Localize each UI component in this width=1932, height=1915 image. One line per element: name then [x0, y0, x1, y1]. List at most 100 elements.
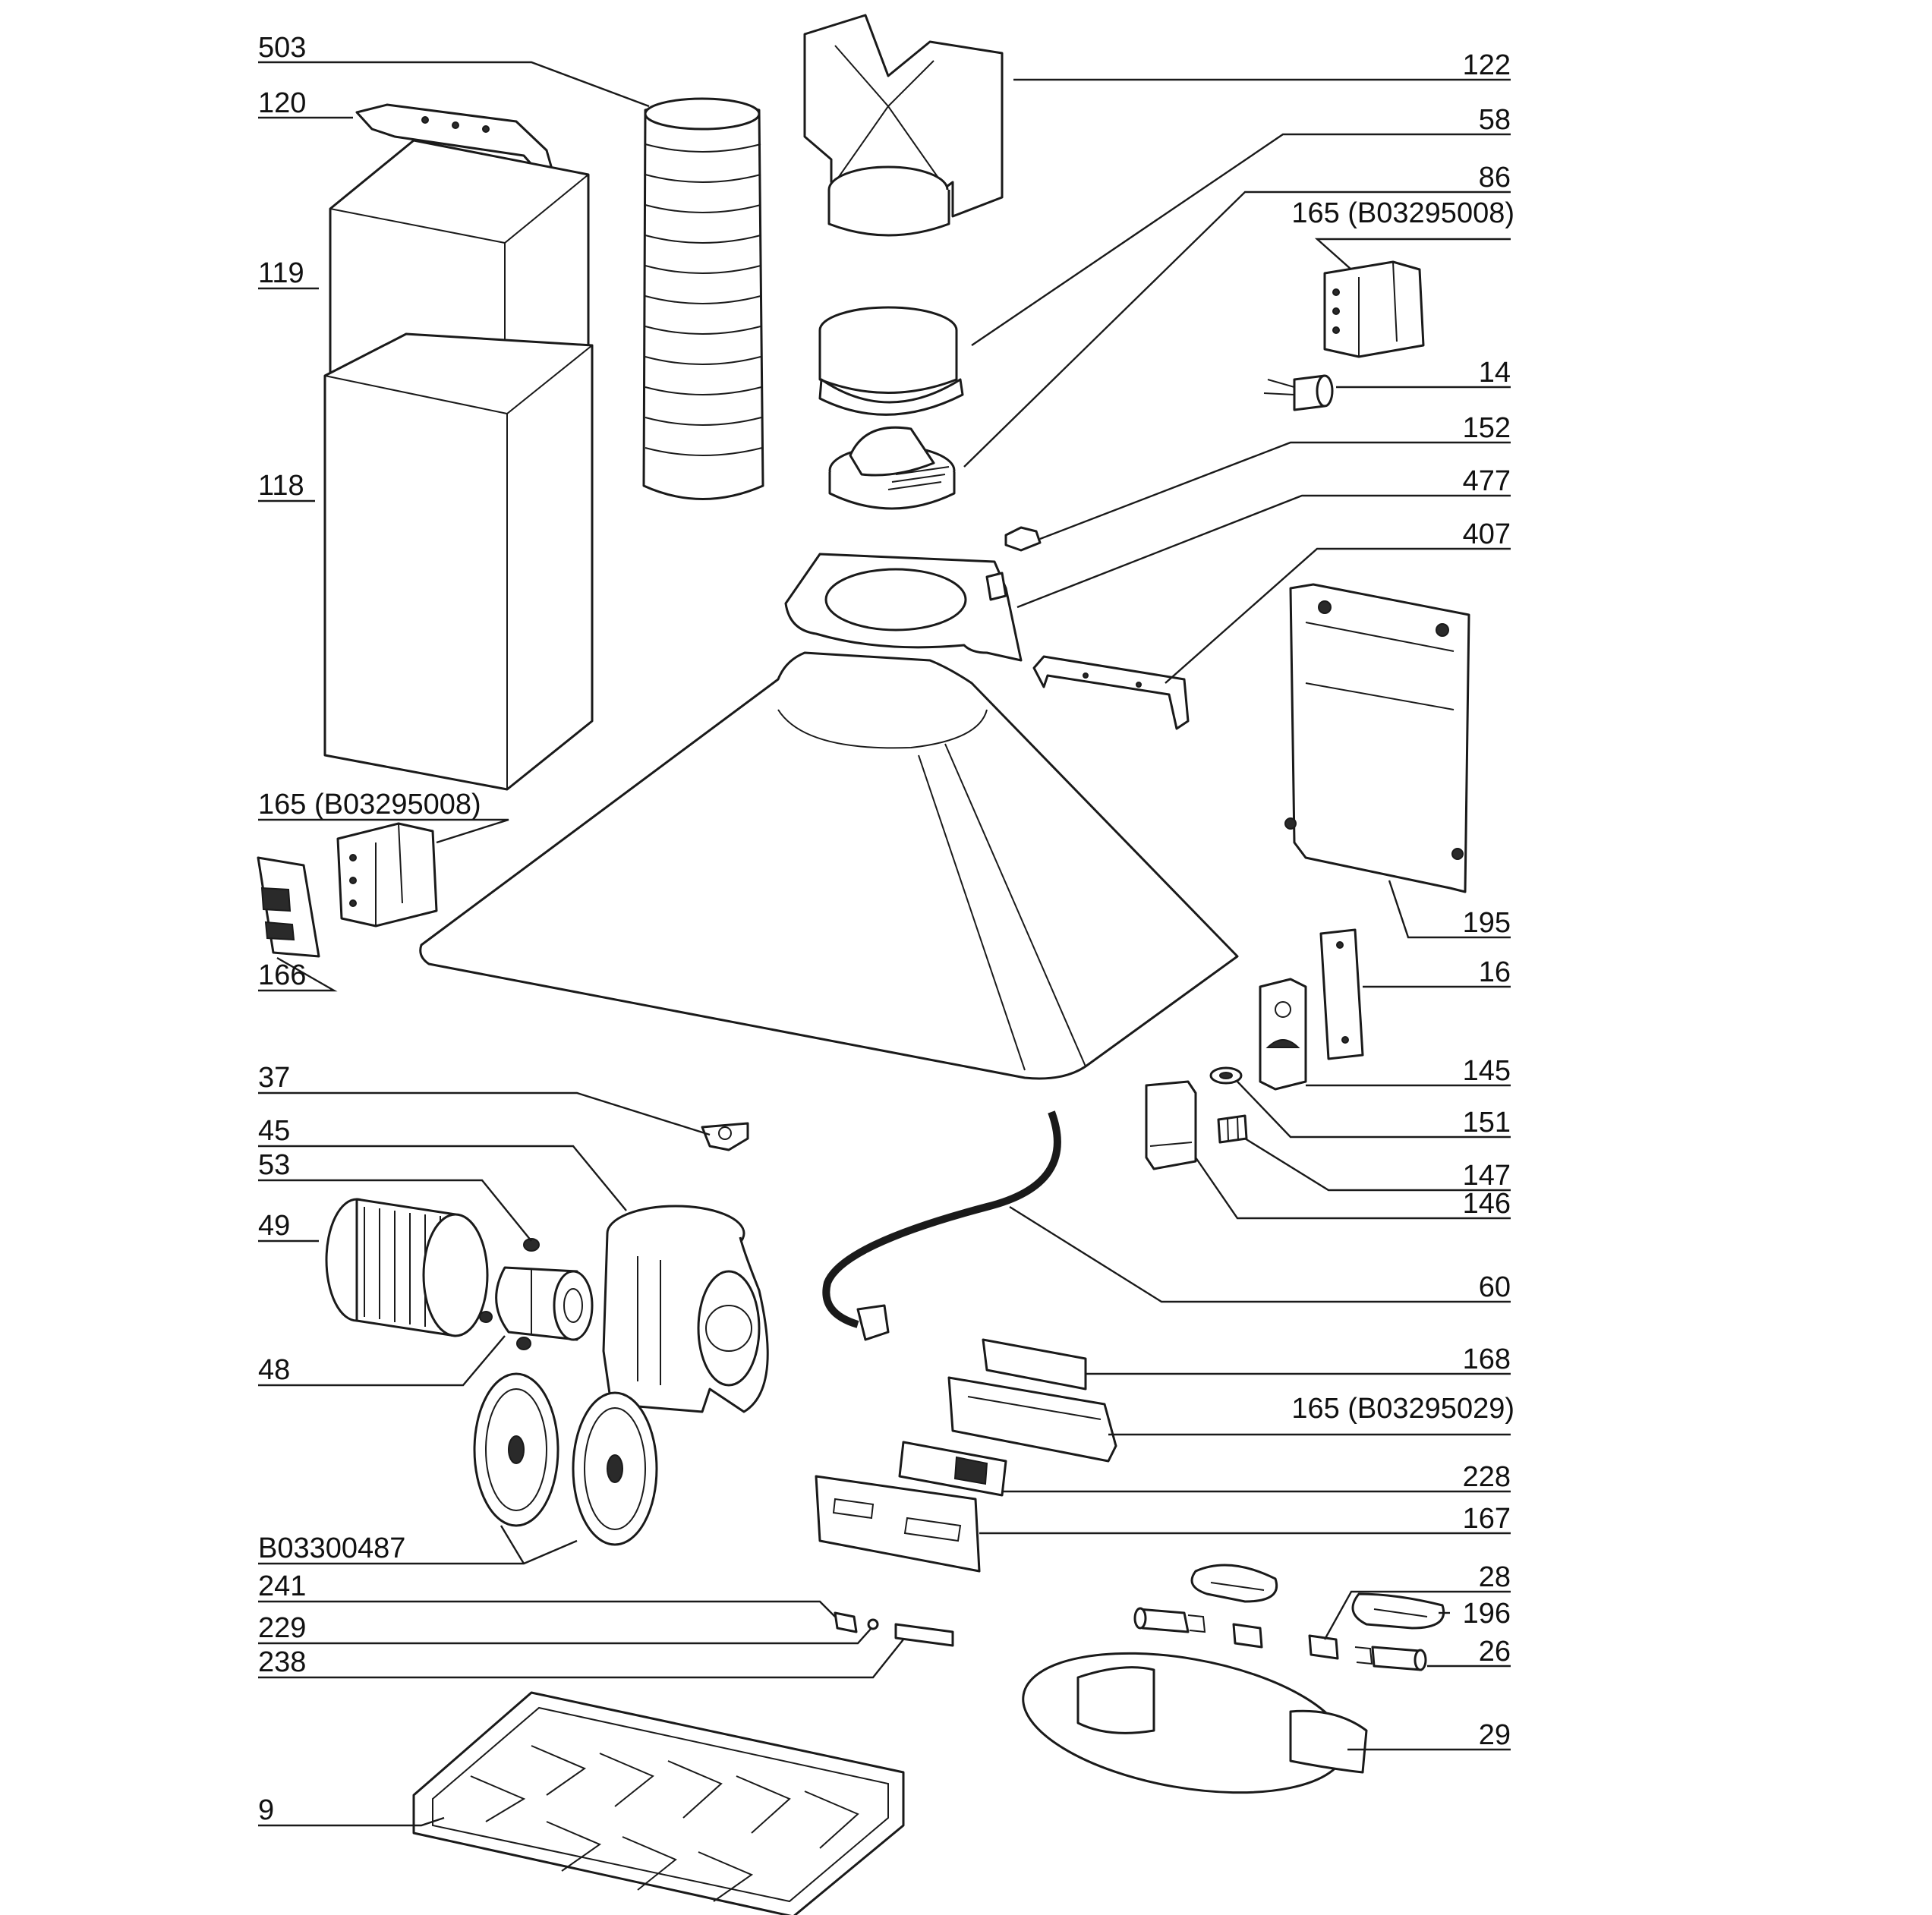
- label-37: 37: [258, 1062, 290, 1094]
- label-45: 45: [258, 1115, 290, 1147]
- part-28-socket-left: [1232, 1623, 1263, 1649]
- label-166: 166: [258, 959, 306, 991]
- leader-166: [258, 956, 338, 992]
- part-167-control-panel: [815, 1475, 981, 1573]
- part-9-grease-filter: [412, 1691, 905, 1915]
- part-151-ring: [1209, 1066, 1243, 1085]
- part-hood-canopy: [419, 651, 1239, 1080]
- leader-45: [258, 1145, 627, 1211]
- part-118-lower-chimney: [323, 332, 594, 791]
- label-168: 168: [1463, 1343, 1511, 1375]
- part-14-capacitor: [1263, 374, 1334, 411]
- label-48: 48: [258, 1354, 290, 1386]
- leader-195: [1388, 880, 1511, 939]
- part-407-rail: [1032, 655, 1190, 730]
- part-229-small-part: [867, 1618, 879, 1630]
- leader-241: [258, 1600, 836, 1617]
- part-196-lamp-holder-right: [1351, 1592, 1445, 1630]
- part-45-blower-housing: [602, 1205, 769, 1413]
- part-477-flange: [784, 553, 1023, 662]
- part-238-small-part: [894, 1623, 954, 1647]
- label-147: 147: [1463, 1160, 1511, 1192]
- part-49-blower-wheel: [325, 1198, 489, 1337]
- label-229: 229: [258, 1612, 306, 1644]
- leader-229: [258, 1627, 872, 1645]
- part-B03300487-filter-left: [473, 1372, 559, 1527]
- label-9: 9: [258, 1794, 274, 1826]
- label-53: 53: [258, 1149, 290, 1181]
- label-165-left: 165 (B03295008): [258, 789, 481, 820]
- label-86: 86: [1479, 162, 1511, 194]
- leader-152: [1039, 441, 1511, 540]
- label-60: 60: [1479, 1271, 1511, 1303]
- leader-60: [1009, 1205, 1511, 1303]
- label-28: 28: [1479, 1561, 1511, 1593]
- label-196: 196: [1463, 1598, 1511, 1630]
- label-119: 119: [258, 257, 304, 289]
- leader-165-top: [1314, 238, 1511, 270]
- label-241: 241: [258, 1570, 306, 1602]
- leader-238: [258, 1639, 904, 1679]
- leader-58: [971, 133, 1511, 346]
- leader-147: [1244, 1137, 1511, 1192]
- part-195-back-panel: [1284, 583, 1470, 893]
- part-37-clamp: [701, 1122, 749, 1151]
- label-151: 151: [1463, 1107, 1511, 1139]
- leader-53: [258, 1179, 532, 1242]
- label-477: 477: [1463, 465, 1511, 497]
- part-165-top-junction-box: [1323, 260, 1425, 358]
- part-58-collar: [818, 306, 964, 416]
- part-26-lamp-right: [1354, 1646, 1427, 1671]
- label-118: 118: [258, 470, 304, 502]
- part-26-lamp-left: [1133, 1607, 1206, 1633]
- label-B03300487: B03300487: [258, 1532, 405, 1564]
- leader-151: [1237, 1081, 1511, 1139]
- leader-165-left: [258, 818, 509, 844]
- part-145-switch: [1259, 978, 1307, 1091]
- part-53-nut-lower: [479, 1311, 531, 1350]
- leader-48: [258, 1335, 506, 1387]
- label-120: 120: [258, 87, 306, 119]
- part-labels: 503 120 119 118 122 58 86 165 (B03295008…: [258, 32, 1514, 1826]
- label-122: 122: [1463, 49, 1511, 81]
- label-26: 26: [1479, 1636, 1511, 1668]
- leader-86: [963, 191, 1511, 468]
- label-29: 29: [1479, 1719, 1511, 1751]
- label-165-bottom: 165 (B03295029): [1291, 1393, 1514, 1425]
- part-53-nut: [523, 1238, 540, 1252]
- label-146: 146: [1463, 1188, 1511, 1220]
- part-168-cover: [982, 1338, 1087, 1391]
- label-58: 58: [1479, 104, 1511, 136]
- part-503-flex-duct: [642, 97, 764, 500]
- label-195: 195: [1463, 907, 1511, 939]
- label-165-top: 165 (B03295008): [1291, 197, 1514, 229]
- label-16: 16: [1479, 956, 1511, 988]
- part-241-small-part: [834, 1611, 858, 1633]
- part-165-left-junction-box: [336, 822, 438, 928]
- label-503: 503: [258, 32, 306, 64]
- leader-28: [1323, 1590, 1511, 1640]
- part-60-power-cord: [822, 1110, 1061, 1341]
- label-167: 167: [1463, 1503, 1511, 1535]
- leader-lines: [258, 61, 1511, 1827]
- part-48-motor: [495, 1266, 594, 1341]
- leader-37: [258, 1091, 711, 1136]
- leader-146: [1195, 1157, 1511, 1220]
- part-29-lamp-lens: [1022, 1652, 1368, 1794]
- part-28-socket-right: [1308, 1634, 1339, 1660]
- part-86-damper: [828, 426, 956, 510]
- label-228: 228: [1463, 1461, 1511, 1493]
- leader-B03300487: [258, 1525, 578, 1565]
- part-228-pcb: [898, 1441, 1007, 1497]
- part-B03300487-filter-right: [572, 1391, 658, 1546]
- label-14: 14: [1479, 357, 1511, 389]
- leader-503: [258, 61, 650, 108]
- leader-477: [1016, 494, 1511, 609]
- part-146-relay-block: [1145, 1080, 1197, 1170]
- leader-407: [1165, 547, 1511, 684]
- part-16-cover-plate: [1319, 928, 1364, 1060]
- part-122-duct-adapter: [803, 14, 1004, 237]
- part-152-clip: [1004, 526, 1042, 552]
- label-145: 145: [1463, 1055, 1511, 1087]
